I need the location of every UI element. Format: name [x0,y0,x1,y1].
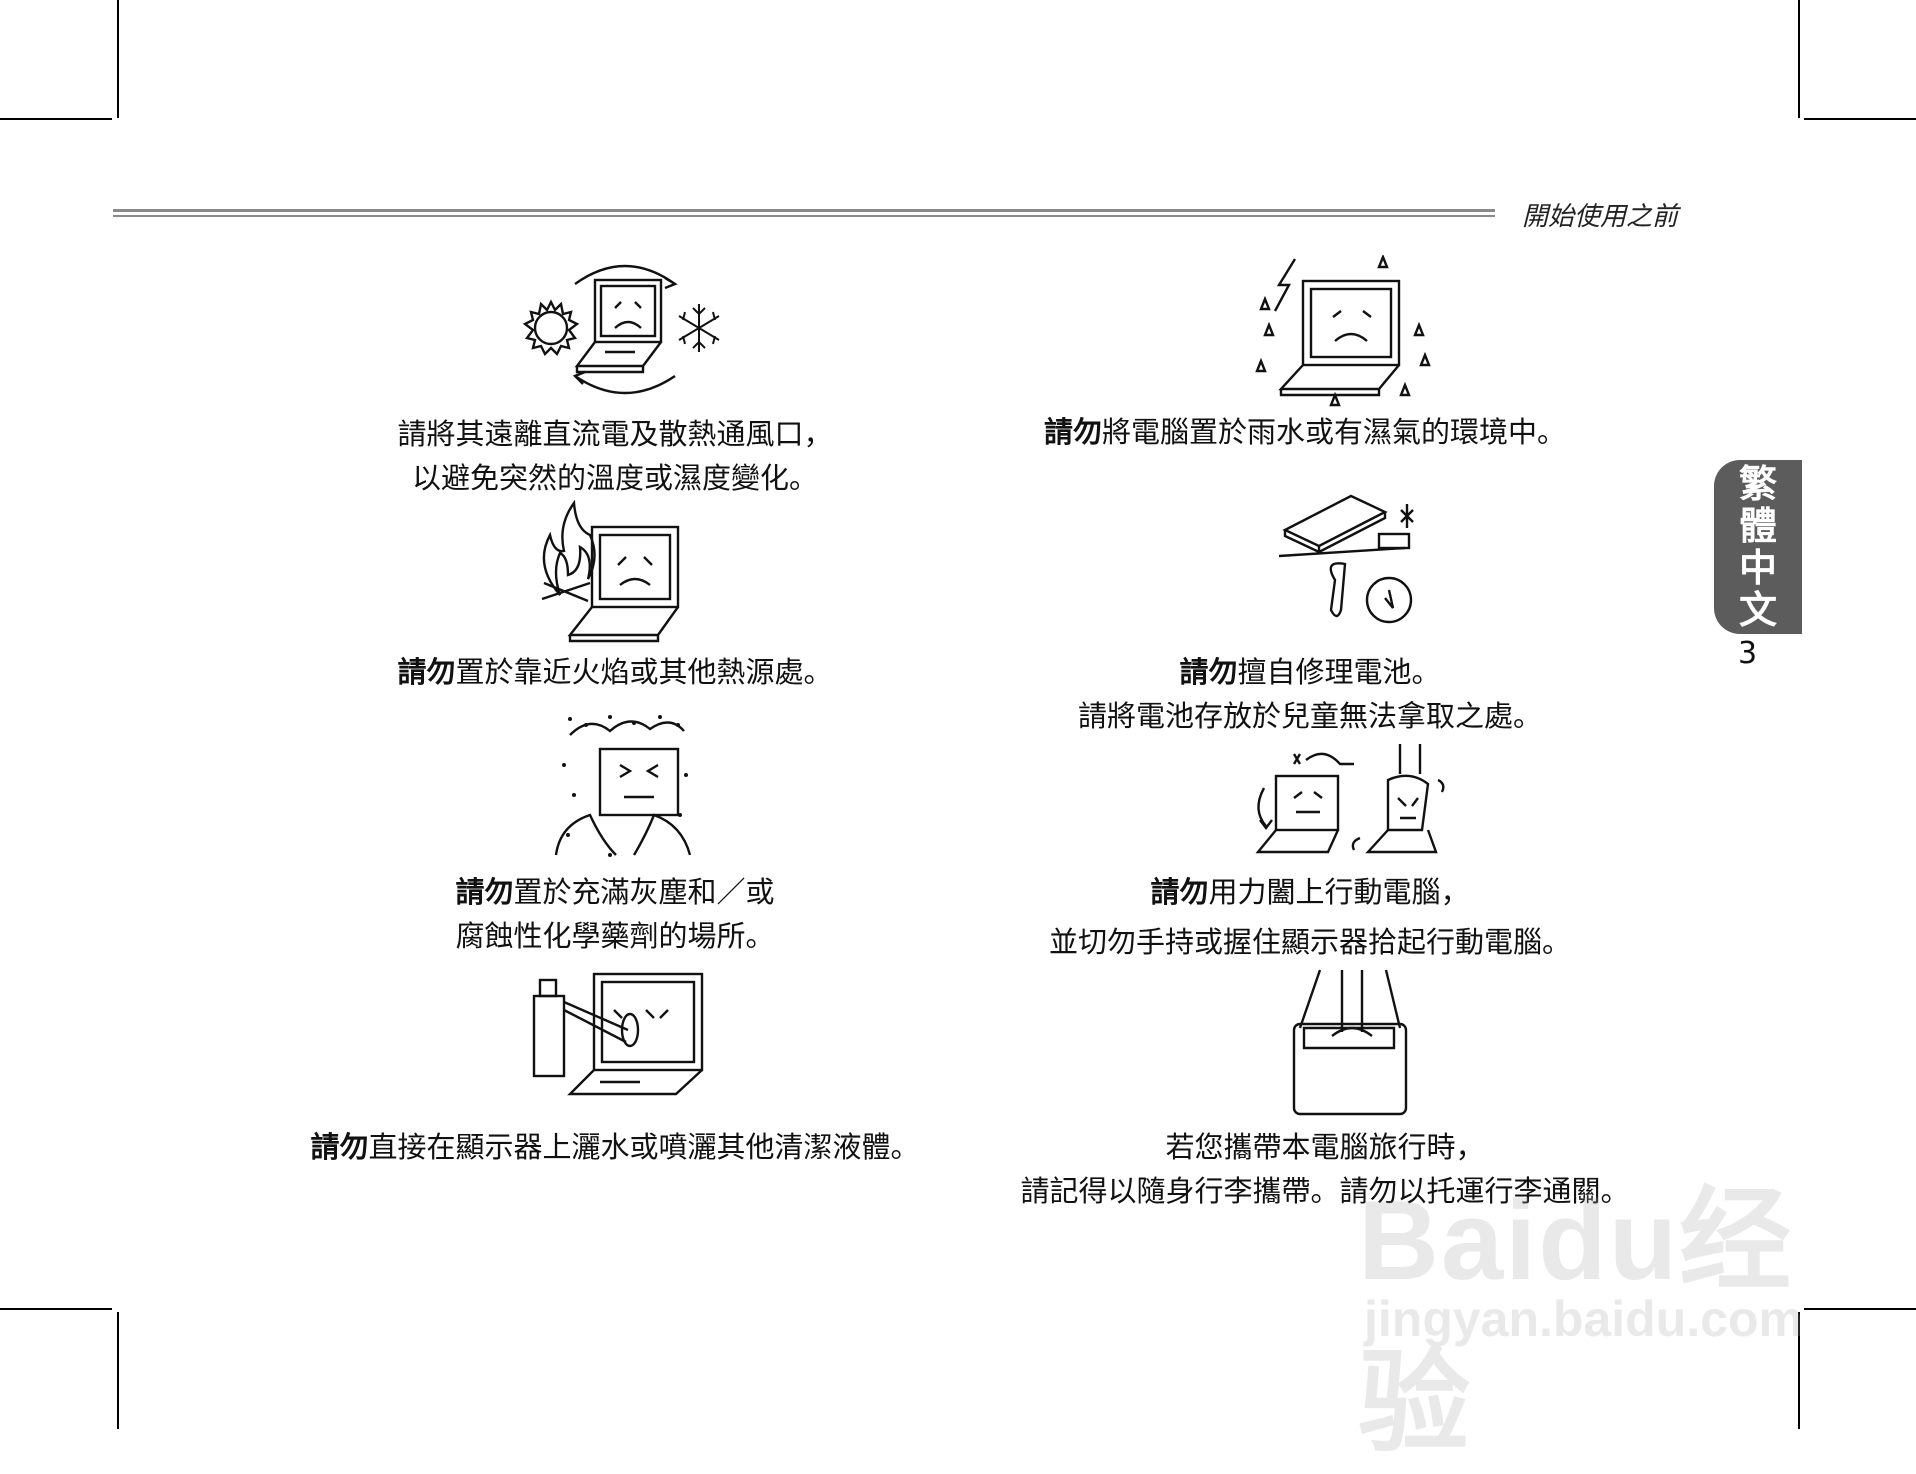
language-tab-char: 文 [1738,588,1777,632]
caption-line: 請勿直接在顯示器上灑水或噴灑其他清潔液體。 [240,1125,990,1169]
caption-fire: 請勿置於靠近火焰或其他熱源處。 [300,650,930,694]
page-number: 3 [1738,636,1758,671]
caption-rain: 請勿將電腦置於雨水或有濕氣的環境中。 [1020,410,1590,454]
caption-text: 置於充滿灰塵和／或 [513,875,775,909]
caption-line: 請勿置於靠近火焰或其他熱源處。 [300,650,930,694]
caption-slam: 請勿用力闔上行動電腦， 並切勿手持或握住顯示器拾起行動電腦。 [1020,870,1600,964]
caption-line: 請勿置於充滿灰塵和／或 [360,870,870,914]
caption-line: 並切勿手持或握住顯示器拾起行動電腦。 [1048,925,1571,959]
caption-text: 直接在顯示器上灑水或噴灑其他清潔液體。 [368,1130,920,1164]
laptop-bag-icon [1292,969,1408,1116]
caption-bold: 請勿 [1179,655,1238,689]
crop-mark [1804,118,1916,120]
caption-line: 若您攜帶本電腦旅行時， [1165,1130,1485,1164]
laptop-slam-icon [1255,744,1445,854]
laptop-fire-icon [541,499,680,643]
caption-bold: 請勿 [1150,875,1209,909]
crop-mark [1804,1308,1916,1310]
crop-mark [1798,0,1800,118]
caption-line: 請記得以隨身行李攜帶。請勿以托運行李通關。 [1020,1174,1630,1208]
language-tab-char: 中 [1738,546,1777,590]
caption-text: 將電腦置於雨水或有濕氣的環境中。 [1102,415,1567,449]
caption-text: 置於靠近火焰或其他熱源處。 [455,655,833,689]
caption-line: 請勿用力闔上行動電腦， [1020,870,1600,914]
section-title: 開始使用之前 [1521,202,1678,232]
caption-line: 請將電池存放於兒童無法拿取之處。 [1077,699,1542,733]
caption-line: 請勿將電腦置於雨水或有濕氣的環境中。 [1020,410,1590,454]
crop-mark [0,118,112,120]
language-tab-char: 繁 [1738,462,1777,506]
caption-line: 以避免突然的溫度或濕度變化。 [411,461,818,495]
crop-mark [1798,1312,1800,1429]
watermark-logo: Baidu经验 [1358,1178,1794,1465]
crop-mark [117,0,119,118]
caption-line: 請將其遠離直流電及散熱通風口， [397,417,833,451]
header-rule [113,215,1495,217]
caption-temperature: 請將其遠離直流電及散熱通風口， 以避免突然的溫度或濕度變化。 [310,412,920,500]
laptop-rain-icon [1255,255,1431,407]
laptop-dust-icon [554,715,692,857]
laptop-spray-icon [532,972,704,1096]
language-tab: 繁 體 中 文 [1714,460,1802,634]
crop-mark [117,1312,119,1429]
caption-bold: 請勿 [1043,415,1102,449]
caption-bold: 請勿 [310,1130,369,1164]
header-rule [113,209,1495,212]
caption-dust: 請勿置於充滿灰塵和／或 腐蝕性化學藥劑的場所。 [360,870,870,958]
caption-bold: 請勿 [455,875,514,909]
laptop-temperature-icon [522,264,720,395]
caption-bold: 請勿 [397,655,456,689]
caption-text: 用力闔上行動電腦， [1208,875,1470,909]
baidu-watermark: Baidu经验 jingyan.baidu.com [1358,1150,1803,1465]
watermark-url: jingyan.baidu.com [1364,1291,1803,1347]
caption-spray: 請勿直接在顯示器上灑水或噴灑其他清潔液體。 [240,1125,990,1169]
crop-mark [0,1308,112,1310]
language-tab-char: 體 [1738,504,1777,548]
battery-repair-icon [1278,494,1414,624]
caption-text: 擅自修理電池。 [1237,655,1441,689]
caption-bag: 若您攜帶本電腦旅行時， 請記得以隨身行李攜帶。請勿以托運行李通關。 [960,1125,1690,1213]
caption-battery: 請勿擅自修理電池。 請將電池存放於兒童無法拿取之處。 [1040,650,1580,738]
caption-line: 請勿擅自修理電池。 [1040,650,1580,694]
caption-line: 腐蝕性化學藥劑的場所。 [455,919,775,953]
